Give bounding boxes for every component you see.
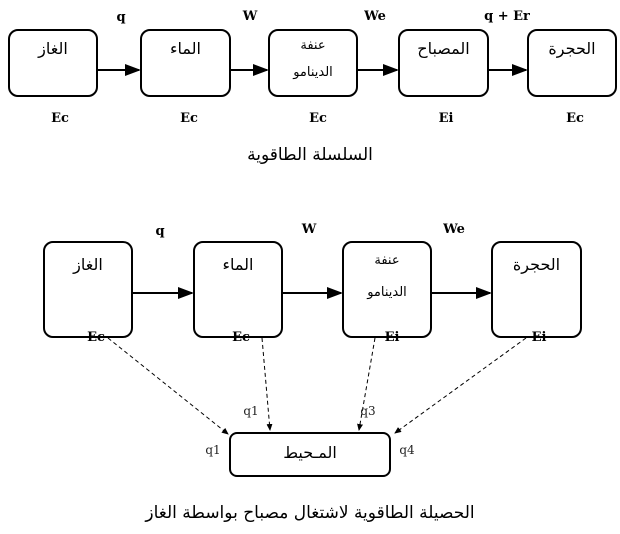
energy-label: Ec xyxy=(180,111,198,126)
chain-title: السلسلة الطاقوية xyxy=(247,145,373,165)
box-label: عنفة xyxy=(374,253,400,268)
loss-arrow xyxy=(107,337,229,435)
box-label: المصباح xyxy=(417,39,470,58)
box-label: الماء xyxy=(222,255,254,274)
box-room: الحجرة xyxy=(527,29,617,97)
box-room: الحجرة xyxy=(491,241,582,338)
box-water: الماء xyxy=(193,241,283,338)
box-turbine-dynamo: عنفة الدينامو xyxy=(342,241,432,338)
loss-label: q3 xyxy=(360,404,376,418)
transfer-label: We xyxy=(443,222,465,237)
box-label: الحجرة xyxy=(512,255,561,274)
box-environment: المـحيط xyxy=(229,432,391,477)
transfer-label: W xyxy=(242,9,258,24)
box-gas: الغاز xyxy=(43,241,133,338)
transfer-label: W xyxy=(301,222,317,237)
box-label: المـحيط xyxy=(283,443,337,462)
energy-label: Ec xyxy=(87,330,105,345)
transfer-label: We xyxy=(364,9,386,24)
energy-label: Ei xyxy=(531,330,547,345)
energy-label: Ec xyxy=(232,330,250,345)
box-lamp: المصباح xyxy=(398,29,489,97)
energy-label: Ec xyxy=(51,111,69,126)
energy-label: Ei xyxy=(438,111,454,126)
balance-title: الحصيلة الطاقوية لاشتغال مصباح بواسطة ال… xyxy=(145,503,475,523)
box-label: الدينامو xyxy=(293,65,333,80)
energy-label: Ec xyxy=(309,111,327,126)
box-gas: الغاز xyxy=(8,29,98,97)
transfer-label: q xyxy=(155,224,165,239)
box-label: الدينامو xyxy=(367,285,407,300)
box-label: الغاز xyxy=(38,39,68,58)
loss-arrow xyxy=(357,337,376,431)
loss-label: q1 xyxy=(243,404,259,418)
box-turbine-dynamo: عنفة الدينامو xyxy=(268,29,358,97)
box-label: الغاز xyxy=(73,255,103,274)
transfer-label: q xyxy=(116,10,126,25)
box-water: الماء xyxy=(140,29,231,97)
box-label: الحجرة xyxy=(548,39,596,58)
loss-label: q1 xyxy=(205,443,221,457)
energy-label: Ec xyxy=(566,111,584,126)
loss-arrow xyxy=(261,337,273,431)
transfer-label: q + Er xyxy=(484,9,530,24)
loss-arrow xyxy=(394,337,527,434)
box-label: عنفة xyxy=(300,38,326,53)
energy-label: Ei xyxy=(384,330,400,345)
loss-label: q4 xyxy=(399,443,415,457)
box-label: الماء xyxy=(170,39,201,58)
